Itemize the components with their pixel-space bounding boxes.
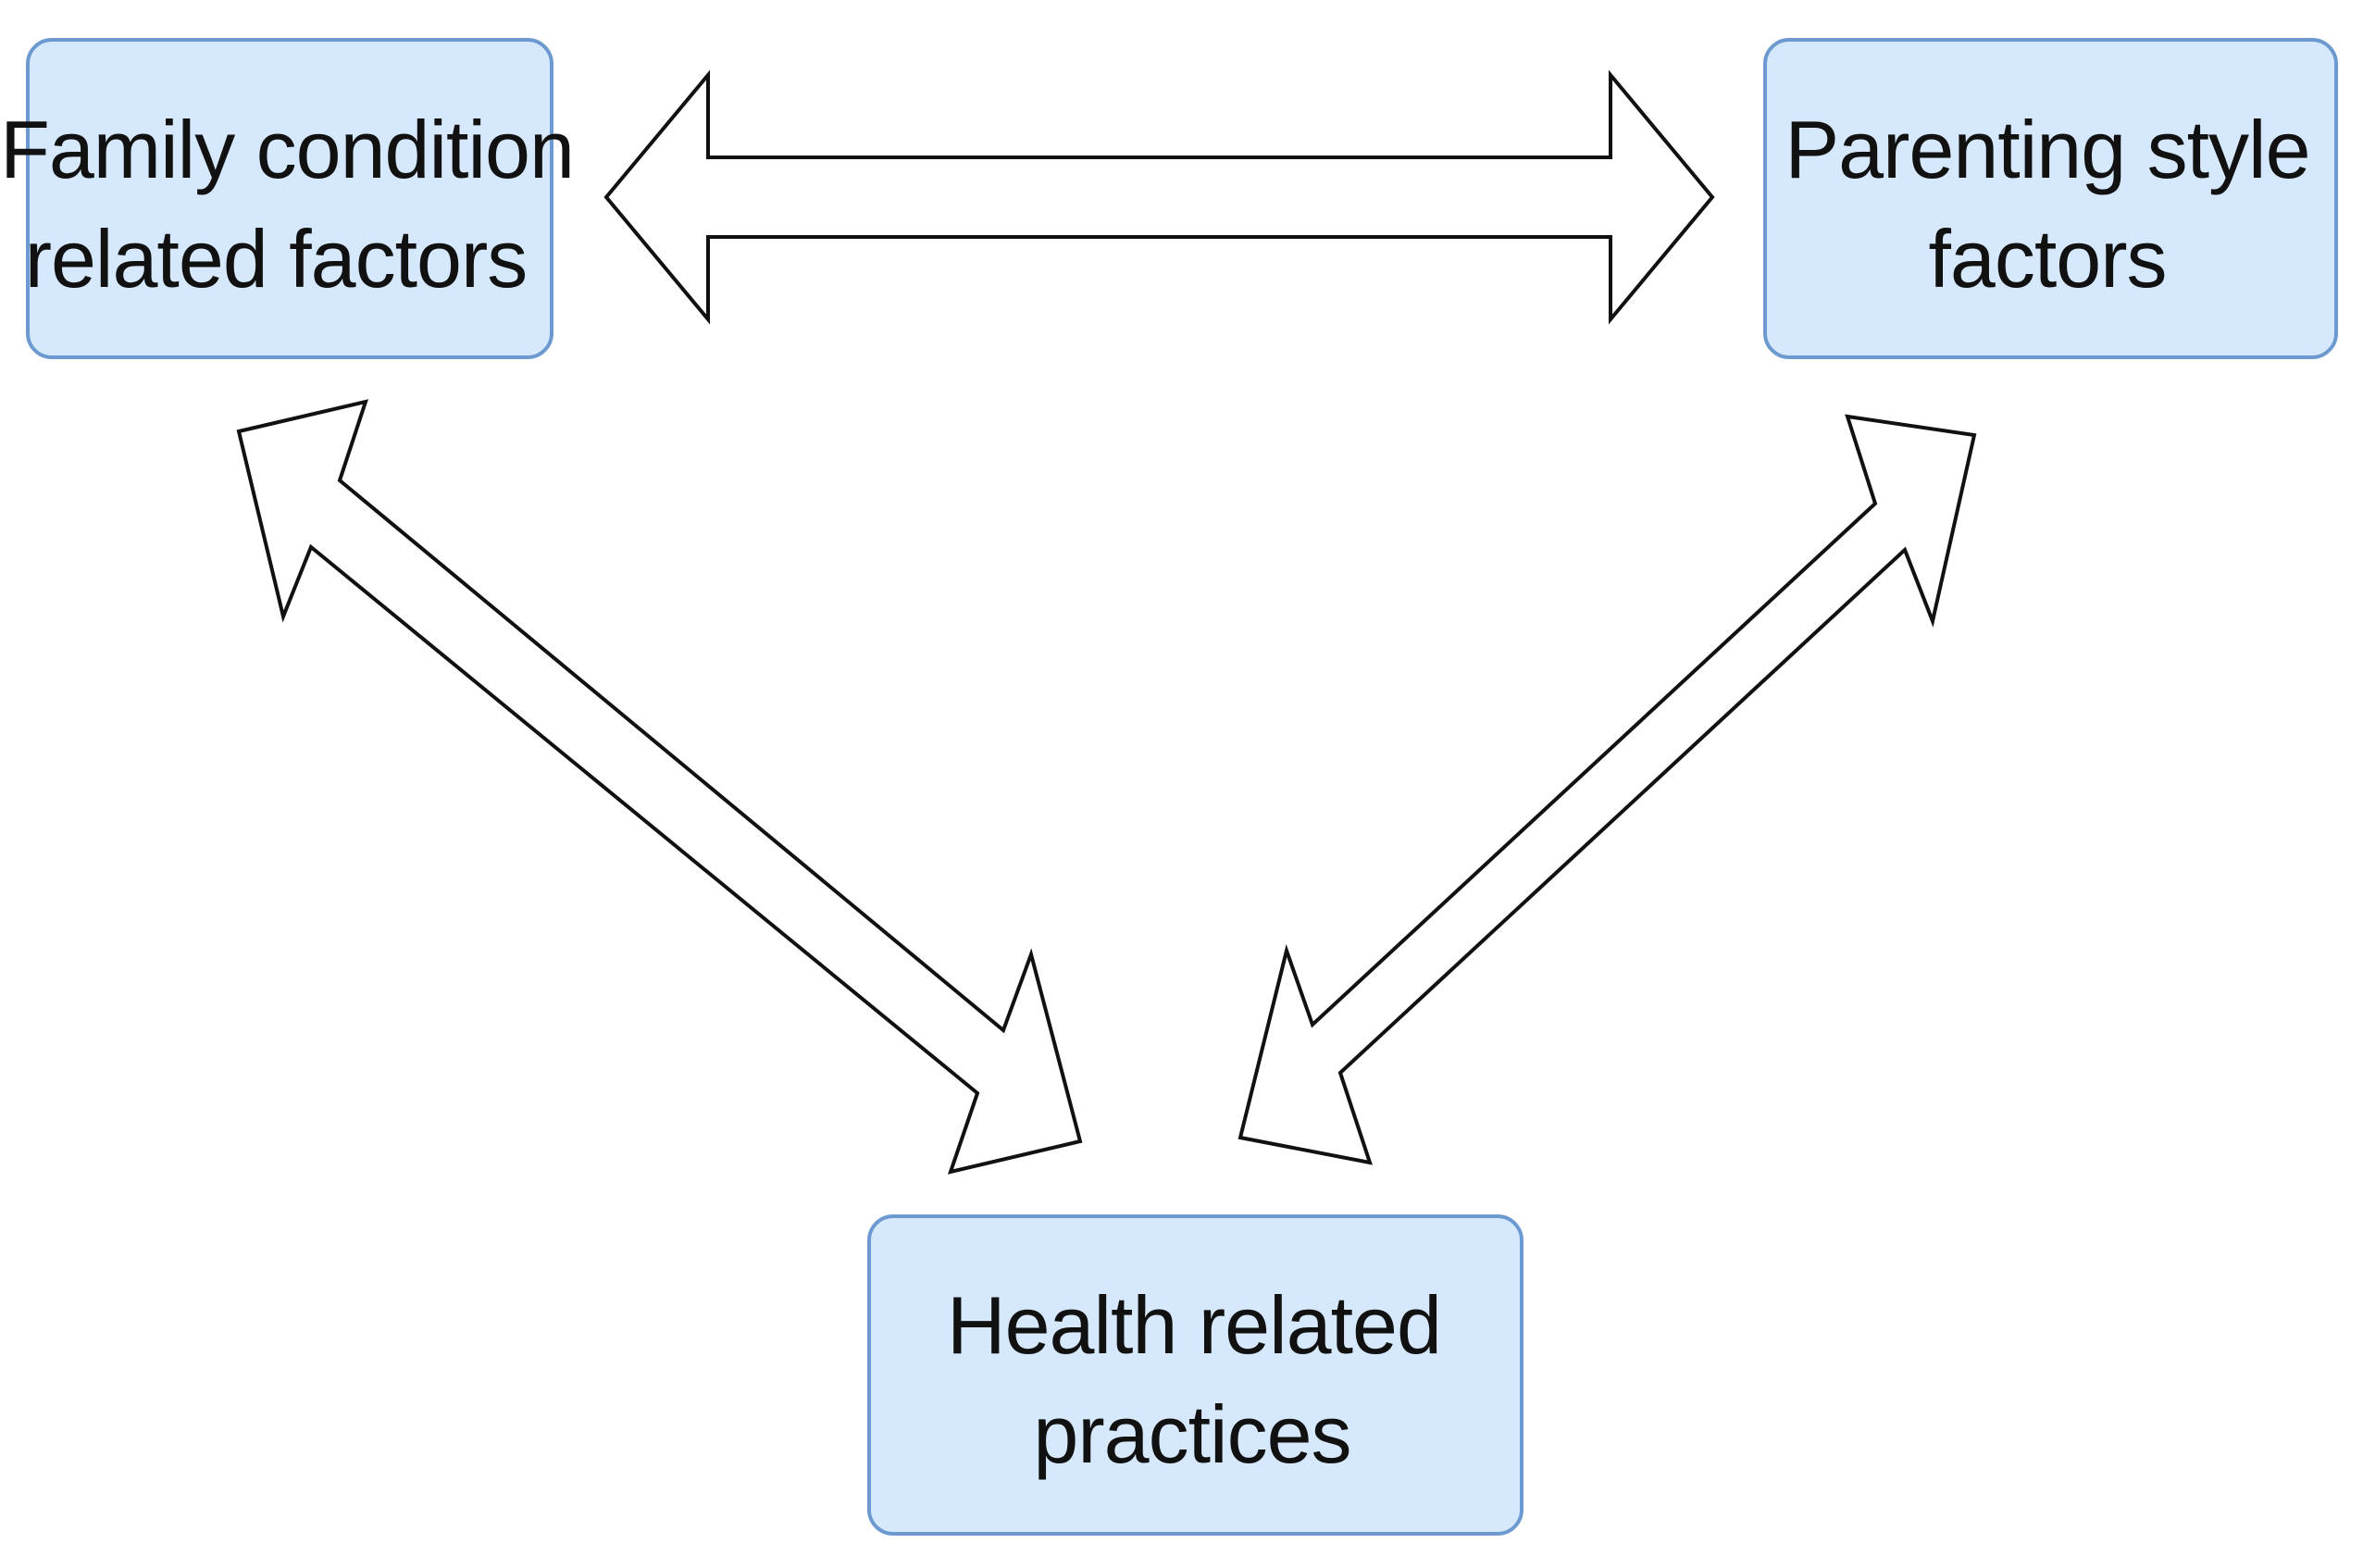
node-health-practices-line1: Health related (947, 1279, 1441, 1371)
arrow-parenting-health (1237, 414, 1977, 1165)
arrow-family-health (236, 399, 1083, 1175)
arrow-family-parenting (603, 69, 1715, 325)
node-family-condition: Family condition related factors (0, 38, 575, 359)
node-parenting-style-line1: Parenting style (1785, 104, 2309, 195)
node-health-practices-box (867, 1214, 1524, 1536)
node-family-condition-line2: related factors (25, 213, 528, 305)
node-parenting-style-box (1763, 38, 2338, 359)
node-parenting-style: Parenting style factors (1763, 38, 2338, 359)
node-family-condition-line1: Family condition (0, 104, 574, 195)
node-family-condition-box (26, 38, 553, 359)
node-health-practices-line2: practices (1033, 1388, 1350, 1480)
node-health-practices: Health related practices (867, 1214, 1524, 1536)
node-parenting-style-line2: factors (1928, 213, 2166, 305)
